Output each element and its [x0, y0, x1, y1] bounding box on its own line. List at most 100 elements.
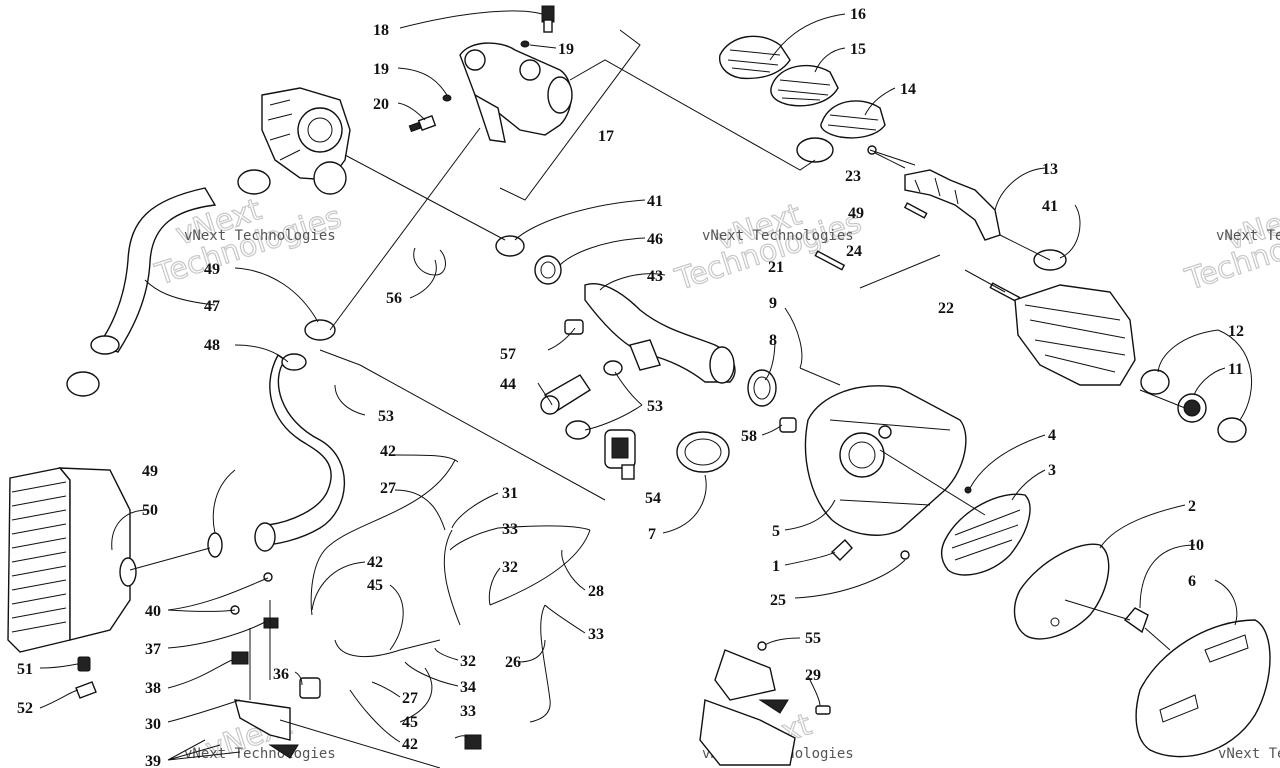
- callout-28: 28: [588, 583, 604, 600]
- bracket-30: [234, 699, 291, 741]
- watermark-text: vNext Technologies: [184, 228, 336, 244]
- callout-10: 10: [1188, 537, 1204, 554]
- callout-25: 25: [770, 592, 786, 609]
- callout-55: 55: [805, 630, 821, 647]
- callout-22: 22: [938, 300, 954, 317]
- callout-32: 32: [460, 653, 476, 670]
- sensor-18: [541, 5, 555, 33]
- callout-4: 4: [1048, 427, 1056, 444]
- callout-42: 42: [380, 443, 396, 460]
- seal-8: [747, 369, 777, 407]
- callout-23: 23: [845, 168, 861, 185]
- callout-58: 58: [741, 428, 757, 445]
- watermark-text: vNext Technologies: [1216, 228, 1280, 244]
- filter-cover-2: [1013, 543, 1110, 640]
- bolt-23: [867, 145, 906, 169]
- callout-34: 34: [460, 679, 476, 696]
- callout-18: 18: [373, 22, 389, 39]
- hose-48: [254, 353, 346, 552]
- callout-7: 7: [648, 526, 656, 543]
- bolt-40: [263, 572, 273, 582]
- bracket-29: [714, 649, 776, 701]
- callout-21: 21: [768, 259, 784, 276]
- callout-2: 2: [1188, 498, 1196, 515]
- fitting-29: [815, 705, 831, 715]
- callout-36: 36: [273, 666, 289, 683]
- turbocharger: [261, 87, 351, 195]
- hose-44: [540, 374, 591, 415]
- callout-19: 19: [558, 41, 574, 58]
- callout-56: 56: [386, 290, 402, 307]
- hose-45: [334, 639, 441, 658]
- coupler-16: [718, 35, 791, 80]
- bracket-13: [904, 169, 1001, 241]
- arrow-icon: [268, 744, 299, 759]
- callout-54: 54: [645, 490, 661, 507]
- seal-7: [676, 431, 730, 473]
- callout-49: 49: [848, 205, 864, 222]
- callout-49: 49: [142, 463, 158, 480]
- callout-37: 37: [145, 641, 161, 658]
- callout-13: 13: [1042, 161, 1058, 178]
- screw-55: [757, 641, 767, 651]
- clamp-12: [1217, 417, 1247, 443]
- callout-20: 20: [373, 96, 389, 113]
- callout-3: 3: [1048, 462, 1056, 479]
- callout-41: 41: [1042, 198, 1058, 215]
- hose-26: [529, 604, 551, 723]
- fitting-57: [564, 319, 584, 335]
- callout-19: 19: [373, 61, 389, 78]
- coupler-14: [820, 100, 886, 139]
- callout-26: 26: [505, 654, 521, 671]
- callout-24: 24: [846, 243, 862, 260]
- valve-54: [604, 429, 636, 480]
- callout-8: 8: [769, 332, 777, 349]
- callout-labels: 18 19 19 20 17 16 15 14 13 23 49 41 24 2…: [17, 6, 1244, 768]
- parts-group: [7, 5, 1271, 766]
- callout-47: 47: [204, 298, 220, 315]
- callout-42: 42: [367, 554, 383, 571]
- callout-leaders: [39, 10, 1252, 761]
- callout-46: 46: [647, 231, 663, 248]
- seal-11: [1177, 393, 1207, 423]
- plenum-17: [459, 42, 573, 143]
- callout-32: 32: [502, 559, 518, 576]
- callout-27: 27: [380, 480, 396, 497]
- airbox-housing-5: [804, 385, 967, 536]
- screw-4: [964, 486, 972, 494]
- clamp-41: [495, 235, 525, 257]
- screw-25: [900, 550, 910, 560]
- callout-57: 57: [500, 346, 516, 363]
- hose-47: [90, 187, 217, 355]
- callout-52: 52: [17, 700, 33, 717]
- callout-9: 9: [769, 295, 777, 312]
- callout-40: 40: [145, 603, 161, 620]
- callout-45: 45: [367, 577, 383, 594]
- seal-46: [534, 255, 562, 285]
- callout-41: 41: [647, 193, 663, 210]
- cover-6: [1135, 619, 1271, 758]
- callout-48: 48: [204, 337, 220, 354]
- sensor-33: [464, 734, 482, 750]
- nut-51: [77, 656, 91, 672]
- callout-53: 53: [378, 408, 394, 425]
- spacer-58: [779, 417, 797, 433]
- sensor-38: [231, 651, 249, 665]
- duct-43: [584, 283, 736, 384]
- callout-42: 42: [402, 736, 418, 753]
- callout-30: 30: [145, 716, 161, 733]
- watermark-text: vNext Technologies: [1218, 746, 1280, 762]
- hose-28: [489, 529, 591, 606]
- callout-33: 33: [502, 521, 518, 538]
- bolt-9: [799, 367, 841, 386]
- pin-24: [903, 202, 928, 219]
- clamp-12: [1140, 369, 1170, 395]
- callout-51: 51: [17, 661, 33, 678]
- intercooler: [7, 467, 137, 653]
- sensor-20: [408, 115, 437, 133]
- callout-50: 50: [142, 502, 158, 519]
- clamp-53: [565, 420, 591, 440]
- clip-52: [75, 681, 97, 699]
- callout-14: 14: [900, 81, 916, 98]
- callout-15: 15: [850, 41, 866, 58]
